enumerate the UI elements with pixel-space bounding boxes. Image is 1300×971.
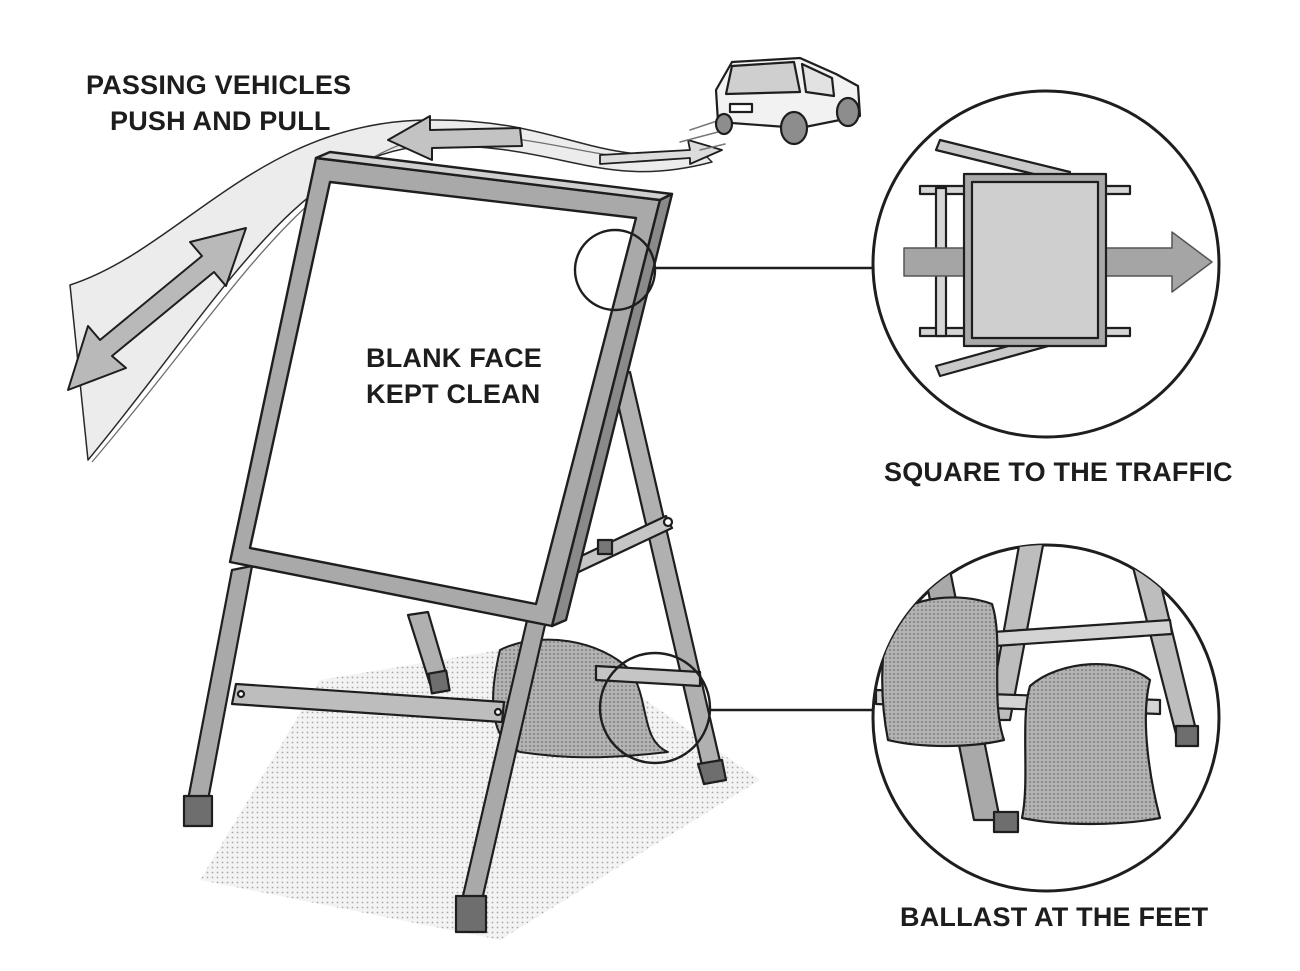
car-icon	[679, 56, 862, 151]
label-ballast: BALLAST AT THE FEET	[900, 902, 1209, 932]
wind-arrow-icon	[599, 139, 723, 165]
detail-top-view	[871, 89, 1221, 439]
label-traffic: SQUARE TO THE TRAFFIC	[884, 457, 1233, 487]
label-vehicles-line2: PUSH AND PULL	[110, 106, 331, 136]
wind-arrow-icon	[387, 115, 523, 161]
board-frame	[228, 150, 674, 628]
label-face-line1: BLANK FACE	[366, 343, 542, 373]
detail-ballast-view	[871, 543, 1221, 893]
callout-circle-bottom	[598, 651, 712, 765]
wind-band-icon	[69, 119, 713, 461]
wind-flow	[67, 115, 723, 463]
front-legs	[182, 514, 702, 934]
wind-double-arrow-icon	[67, 227, 247, 391]
label-face-line2: KEPT CLEAN	[366, 379, 541, 409]
board-face	[248, 180, 638, 606]
sandbag-icon	[1020, 663, 1162, 826]
sandbag-icon	[881, 596, 1006, 748]
callout-circle-top	[573, 228, 657, 312]
label-vehicles-line1: PASSING VEHICLES	[86, 70, 351, 100]
